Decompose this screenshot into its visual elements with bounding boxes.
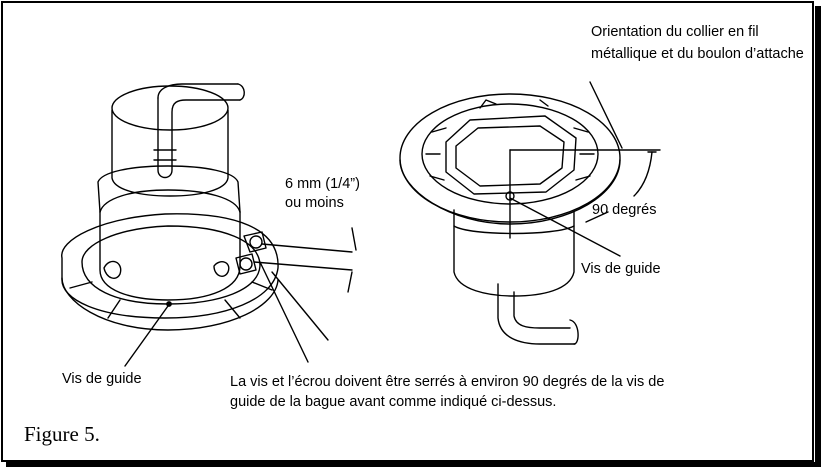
angle-arc [633,151,653,197]
frame-shadow-bottom [6,462,821,467]
leader-screw-nut-2 [271,271,329,341]
right-lens [445,115,577,195]
gap-label-line1: 6 mm (1/4”) [285,176,360,192]
guide-screw-label-left: Vis de guide [62,371,142,387]
leader-screw-nut [259,261,309,363]
left-screw-head [239,257,253,271]
right-lower-body-band [453,225,575,235]
leader-orientation [589,81,623,149]
angle-dimension [509,149,661,239]
gap-dimension [253,227,357,293]
gap-extension-upper [261,243,353,253]
gap-arrow-lower [347,271,353,293]
note-line1: La vis et l’écrou doivent être serrés à … [230,374,665,390]
left-screw-nut [235,231,267,275]
left-flange-spoke [107,299,121,319]
left-cable-edge [157,83,239,99]
right-ring-slot [425,127,447,181]
note-line2: guide de la bague avant comme indiqué ci… [230,394,557,410]
gap-label-line2: ou moins [285,195,344,211]
right-cable-end [569,319,579,345]
leader-guide-screw-left [124,305,169,367]
left-flange-spoke [224,299,241,319]
angle-label: 90 degrés [592,202,657,218]
frame-shadow-right [815,6,821,466]
left-cable-end [237,83,245,101]
left-assembly-drawing [61,83,279,331]
left-lower-body-top [99,189,241,213]
left-top-cap [111,85,229,131]
left-clip [103,260,122,279]
left-clip [213,261,230,277]
left-top-canister [111,109,229,197]
orientation-label-line2: métallique et du boulon d’attache [591,46,804,62]
right-ring-slot [479,99,549,109]
figure-caption: Figure 5. [24,422,100,446]
left-guide-screw [166,301,172,307]
right-lens-inner [455,125,565,187]
left-flange-edge [61,277,279,331]
left-lower-body [99,211,241,301]
left-flange-spoke [69,281,93,289]
right-cable [497,283,576,345]
leader-angle [585,211,609,223]
gap-arrow-upper [351,227,357,251]
gap-extension-lower [253,261,353,271]
leader-guide-screw-right [509,197,621,257]
left-flange-inner [81,225,261,305]
orientation-label-line1: Orientation du collier en fil [591,24,759,40]
guide-screw-label-right: Vis de guide [581,261,661,277]
left-nut [249,235,263,249]
right-ring-slot [573,127,595,181]
left-cable-clamp [153,149,177,161]
left-flange-spoke [251,281,273,291]
left-shoulder [97,165,241,213]
left-cable [157,97,241,179]
figure-frame [1,1,814,462]
left-flange-outer [61,213,279,319]
